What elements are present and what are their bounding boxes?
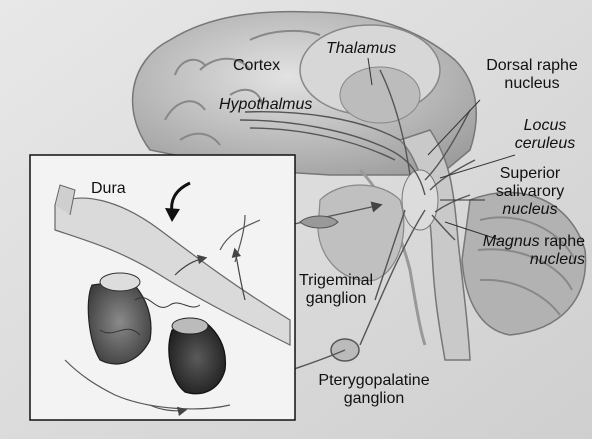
label-cortex: Cortex (233, 57, 280, 75)
label-locus-line2: ceruleus (510, 135, 580, 153)
label-dorsal-raphe-line1: Dorsal raphe (482, 57, 582, 75)
label-ptery-line1: Pterygopalatine (305, 372, 443, 390)
dura-inset (30, 155, 295, 420)
label-trigeminal-line2: ganglion (288, 290, 384, 308)
label-magnus-line2: nucleus (473, 251, 585, 269)
label-locus-ceruleus: Locus ceruleus (510, 117, 580, 153)
label-dorsal-raphe-line2: nucleus (482, 75, 582, 93)
label-superior-line3: nucleus (480, 201, 580, 219)
label-trigeminal-ganglion: Trigeminal ganglion (288, 272, 384, 308)
label-trigeminal-line1: Trigeminal (288, 272, 384, 290)
label-superior-salivatory: Superior salivarory nucleus (480, 165, 580, 219)
label-locus-line1: Locus (510, 117, 580, 135)
label-magnus-word: Magnus (483, 233, 540, 250)
label-magnus-raphe: Magnus raphe nucleus (473, 233, 585, 269)
label-thalamus: Thalamus (326, 40, 396, 58)
label-ptery-line2: ganglion (305, 390, 443, 408)
label-pterygopalatine-ganglion: Pterygopalatine ganglion (305, 372, 443, 408)
label-dura: Dura (91, 180, 126, 198)
label-magnus-raphe-word: raphe (544, 233, 585, 250)
label-superior-line2: salivarory (480, 183, 580, 201)
label-dorsal-raphe: Dorsal raphe nucleus (482, 57, 582, 93)
label-superior-line1: Superior (480, 165, 580, 183)
label-hypothalamus: Hypothalmus (219, 96, 312, 114)
